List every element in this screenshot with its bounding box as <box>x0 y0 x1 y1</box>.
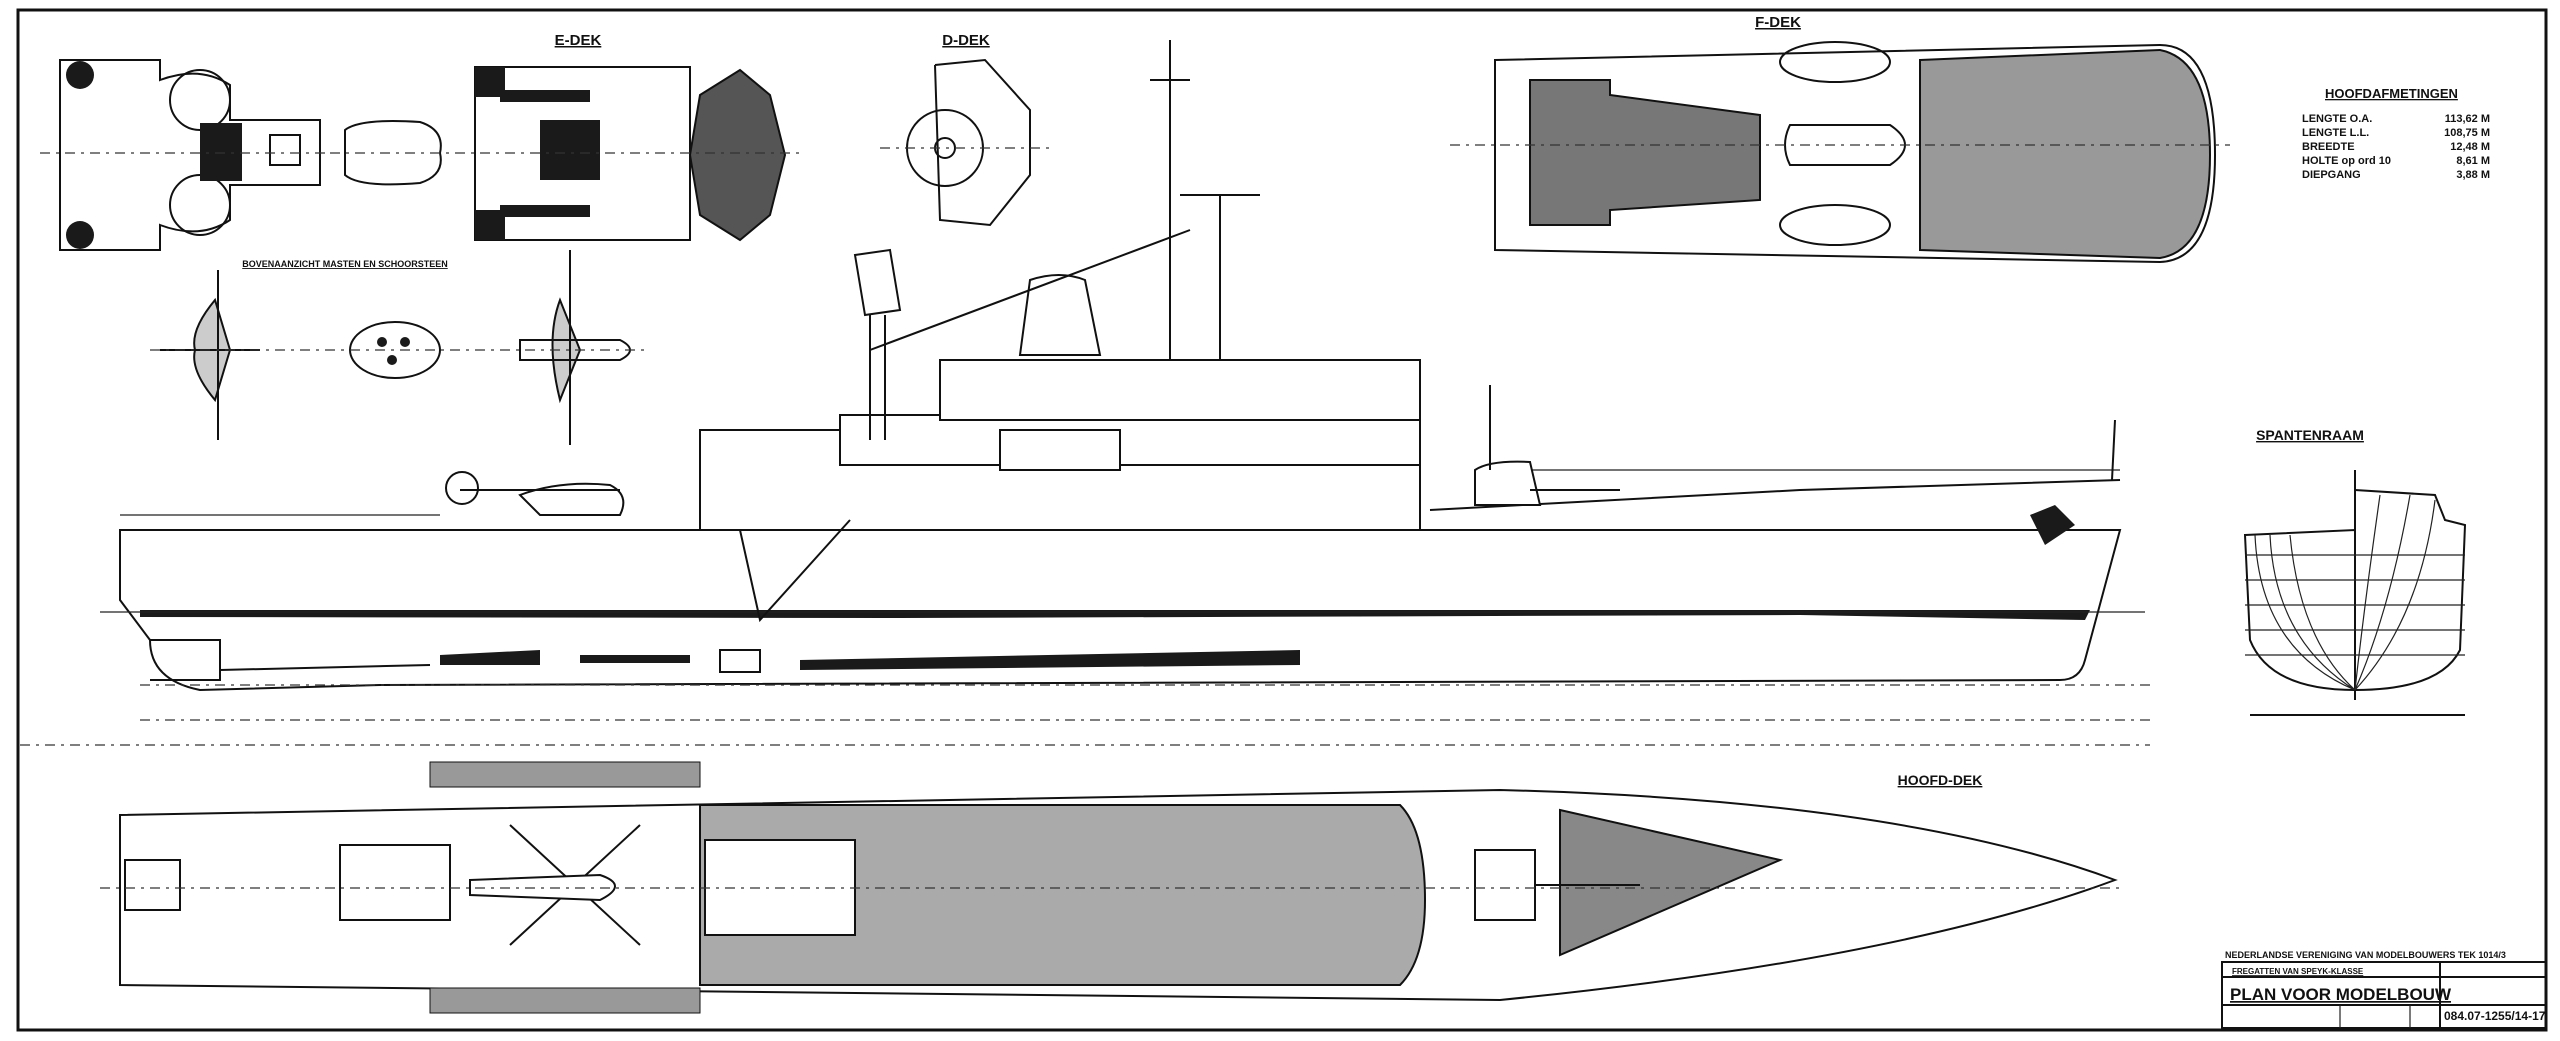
main-dimensions-table: HOOFDAFMETINGEN LENGTE O.A. 113,62 M LEN… <box>2302 86 2490 181</box>
drawing-frame <box>16 8 2548 1032</box>
title-block: NEDERLANDSE VERENIGING VAN MODELBOUWERS … <box>2221 950 2547 1029</box>
e-dek-plan <box>330 66 800 242</box>
hoofd-dek-label: HOOFD-DEK <box>1898 772 1983 788</box>
plan-title: PLAN VOOR MODELBOUW <box>2230 985 2452 1004</box>
dim-label: LENGTE O.A. <box>2302 113 2372 125</box>
spantenraam-label: SPANTENRAAM <box>2256 427 2364 443</box>
hoofd-dek-plan <box>100 761 2120 1014</box>
mast-funnel-top-views <box>150 250 650 445</box>
body-plan <box>2243 470 2467 716</box>
d-dek-label: D-DEK <box>942 32 990 49</box>
bovenaanzicht-label: BOVENAANZICHT MASTEN EN SCHOORSTEEN <box>242 259 448 269</box>
side-profile <box>20 40 2150 746</box>
dim-label: BREEDTE <box>2302 141 2355 153</box>
e-dek-label: E-DEK <box>555 32 602 49</box>
dim-label: LENGTE L.L. <box>2302 127 2369 139</box>
dim-value: 8,61 M <box>2456 155 2490 167</box>
dim-value: 113,62 M <box>2445 113 2490 125</box>
d-dek-plan <box>880 58 1050 227</box>
dim-label: HOLTE op ord 10 <box>2302 155 2391 167</box>
dim-value: 12,48 M <box>2450 141 2490 153</box>
dim-value: 3,88 M <box>2456 169 2490 181</box>
f-dek-label: F-DEK <box>1755 14 1801 31</box>
dim-value: 108,75 M <box>2444 127 2490 139</box>
organization-text: NEDERLANDSE VERENIGING VAN MODELBOUWERS … <box>2225 950 2506 960</box>
f-dek-plan <box>1450 41 2230 264</box>
drawing-number: 084.07-1255/14-17 <box>2444 1009 2546 1023</box>
main-dimensions-title: HOOFDAFMETINGEN <box>2325 86 2458 101</box>
subject-text: FREGATTEN VAN SPEYK-KLASSE <box>2232 967 2364 976</box>
stern-top-view <box>40 59 330 251</box>
dim-label: DIEPGANG <box>2302 169 2361 181</box>
